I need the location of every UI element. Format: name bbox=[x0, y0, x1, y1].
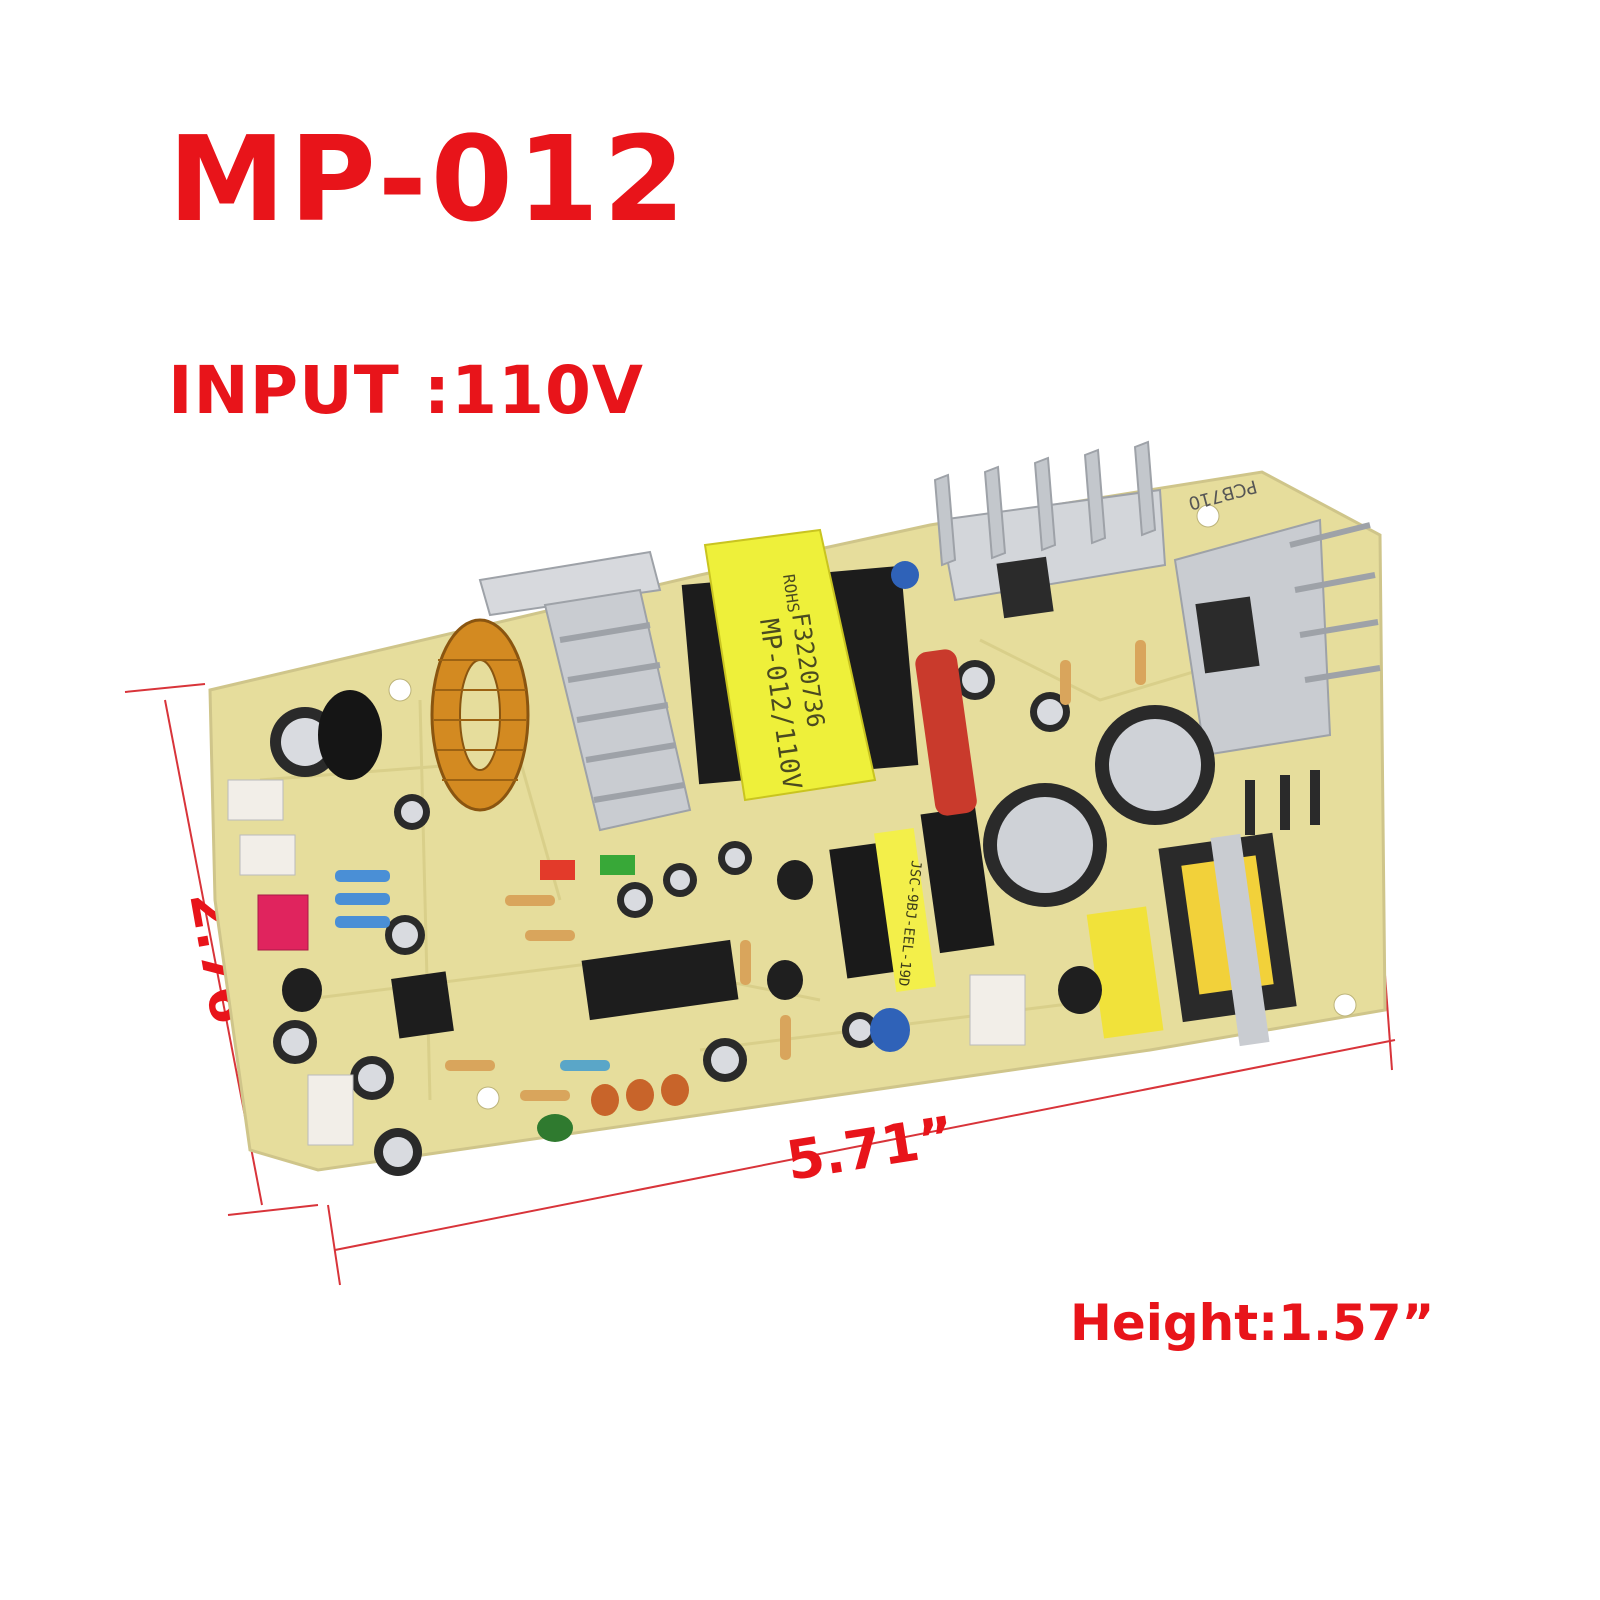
diodes bbox=[1245, 770, 1320, 835]
heatsink-left bbox=[478, 550, 692, 832]
resistors bbox=[335, 640, 1146, 1101]
ceramic-capacitors bbox=[537, 561, 919, 1142]
height-label: Height:1.57” bbox=[1070, 1294, 1435, 1352]
electrolytic-capacitors bbox=[270, 660, 1215, 1176]
input-voltage-label: INPUT :110V bbox=[168, 352, 644, 429]
toroid-inductor bbox=[430, 618, 530, 812]
transistors bbox=[282, 860, 1102, 1014]
connectors bbox=[227, 779, 1026, 1146]
relay-and-filter: JSC-9BJ-EEL-19D bbox=[829, 649, 1297, 1047]
main-transformer: MP-012/110V F3220736 ROHS bbox=[681, 528, 919, 802]
integrated-circuits bbox=[391, 939, 739, 1039]
heatsink-right bbox=[933, 440, 1381, 757]
model-title: MP-012 bbox=[168, 110, 690, 248]
width-label: 5.71” bbox=[782, 1104, 959, 1193]
